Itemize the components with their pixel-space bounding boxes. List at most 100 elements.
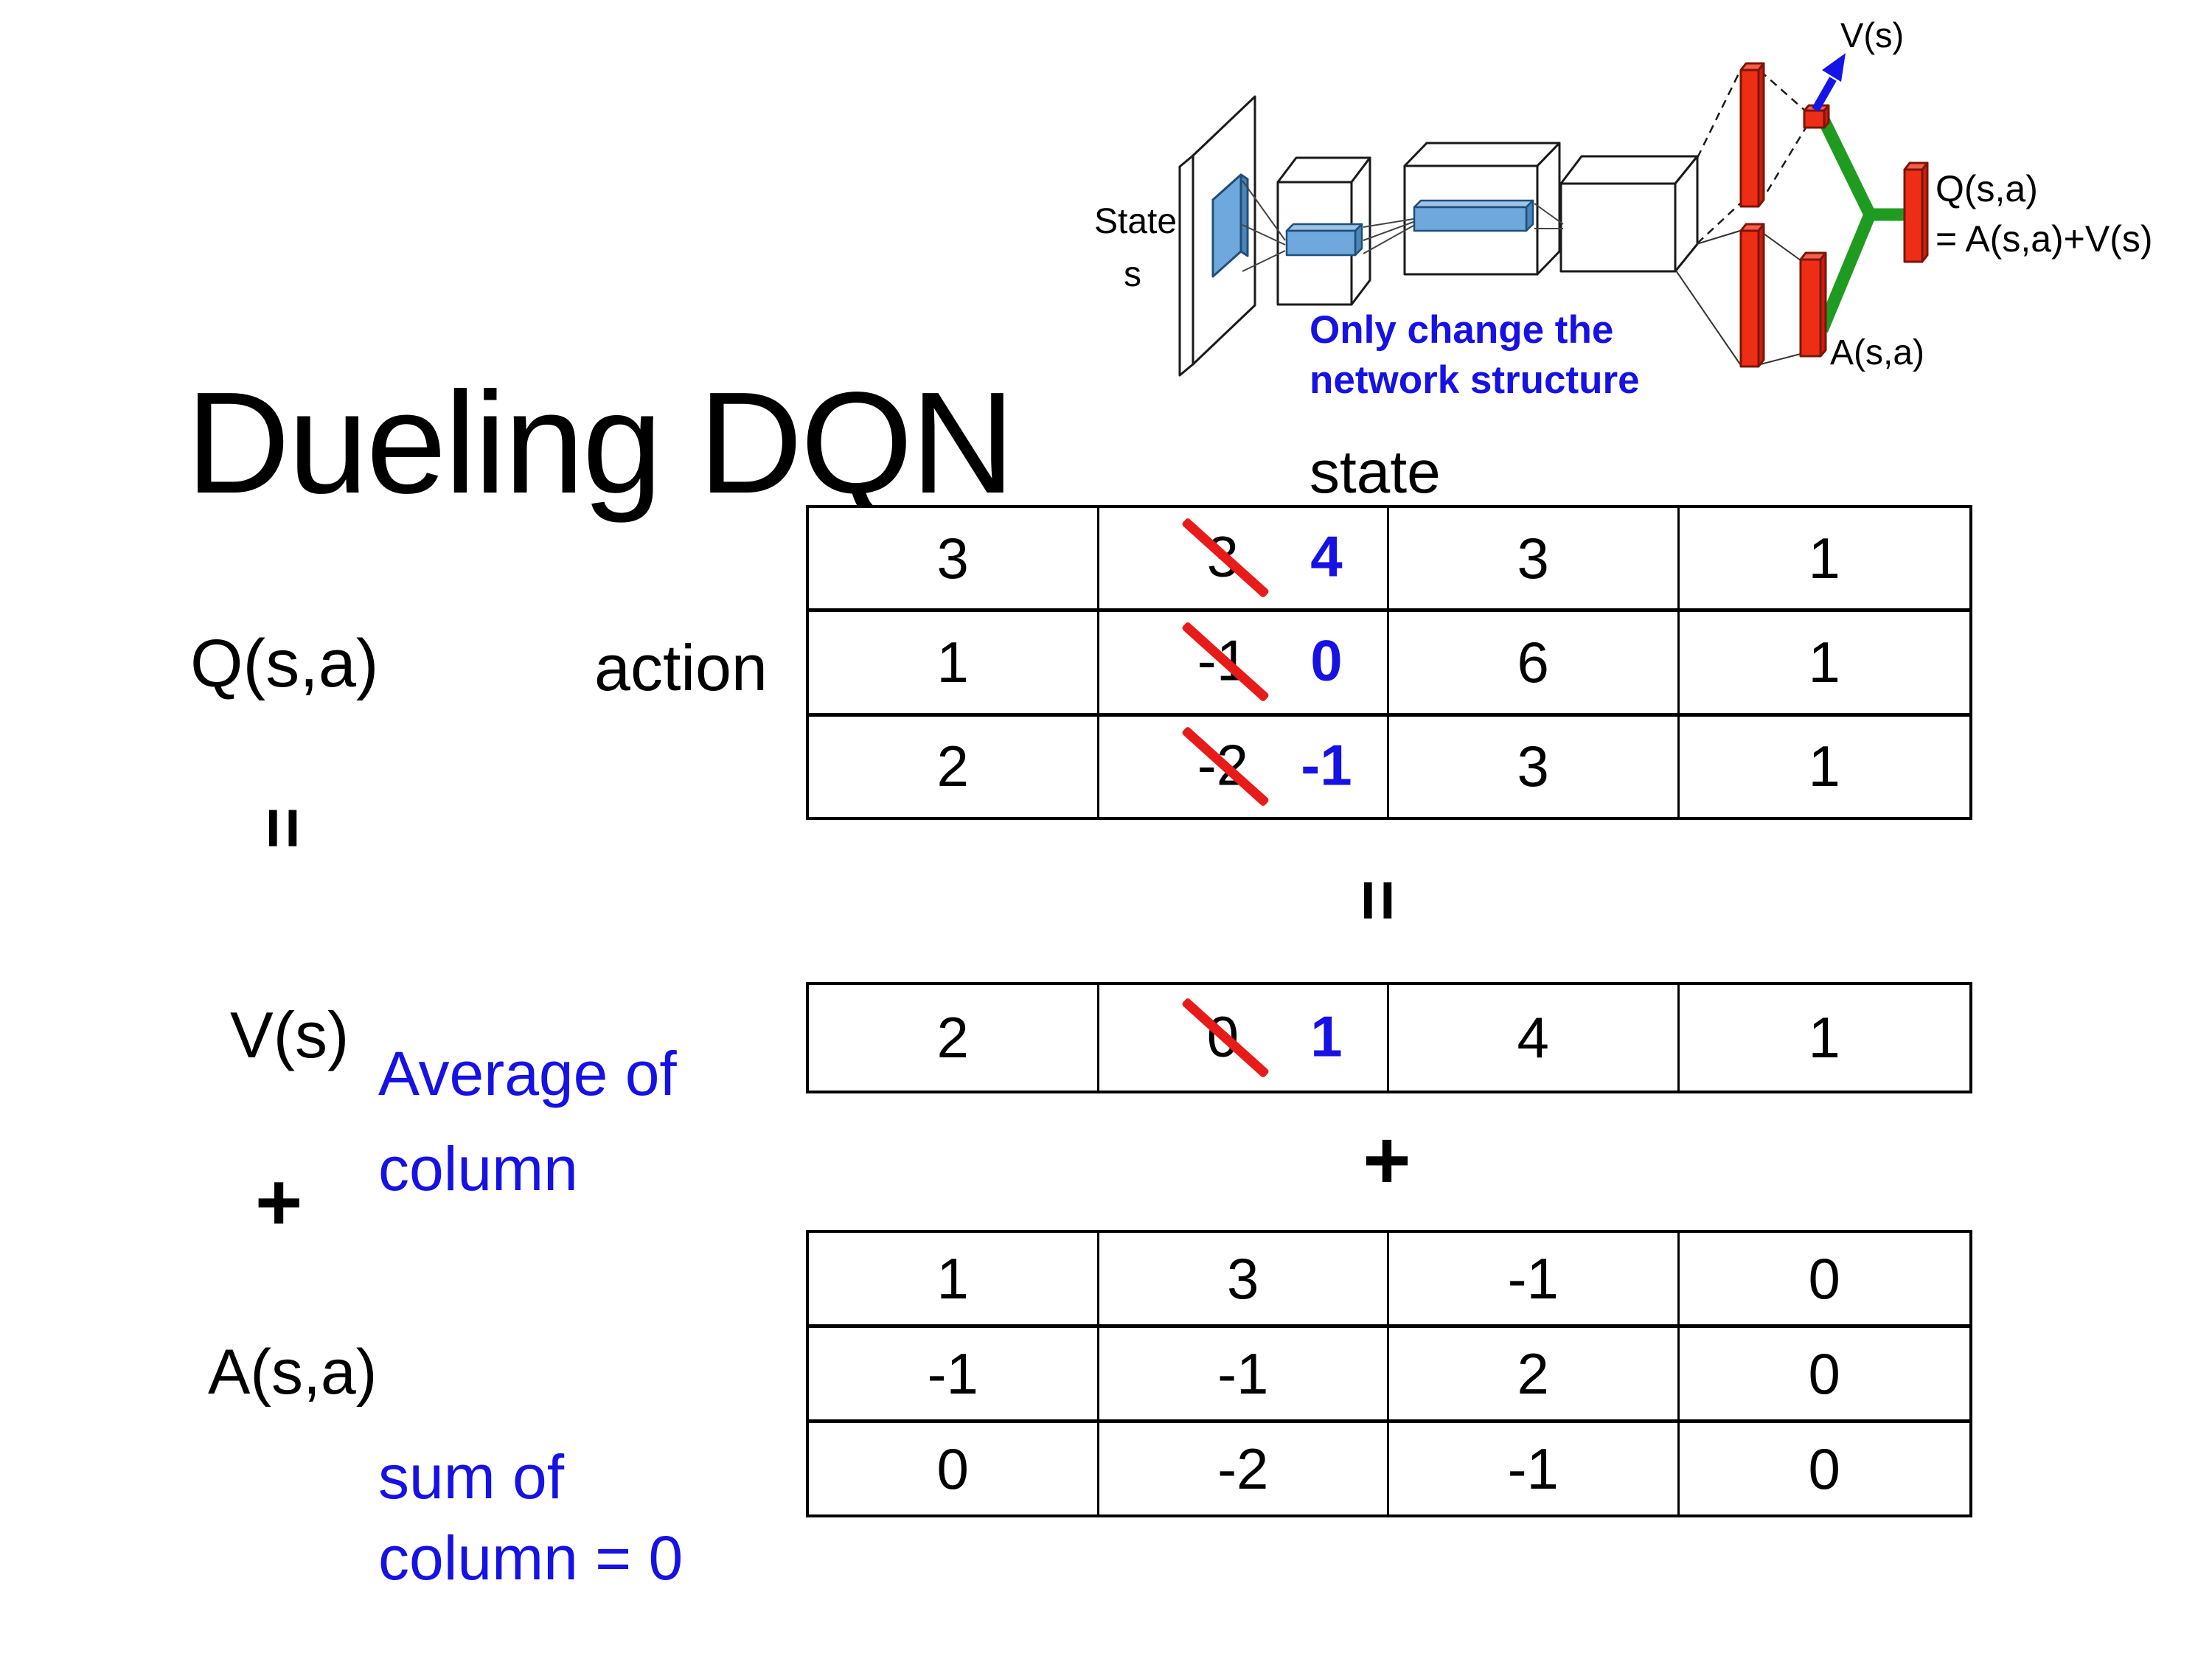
table-cell: 3 (1099, 1233, 1389, 1324)
table-cell: 6 (1389, 612, 1680, 713)
feature-map-2 (1285, 223, 1363, 257)
table-cell: -1 (1389, 1233, 1680, 1324)
page-title: Dueling DQN (186, 362, 1015, 524)
table-cell: -2-1 (1099, 716, 1389, 817)
table-cell: -1 (1389, 1423, 1680, 1514)
cell-value: 1 (1808, 525, 1840, 591)
q-output-bar (1903, 161, 1929, 263)
table-cell: 2 (1389, 1328, 1680, 1419)
table-cell: 0 (809, 1423, 1099, 1514)
table-cell: 3 (809, 508, 1099, 609)
table-row: 0 -2 -1 0 (809, 1423, 1969, 1514)
table-row: 1 3 -1 0 (809, 1233, 1969, 1328)
table-cell: -10 (1099, 612, 1389, 713)
v-matrix-label: V(s) (230, 998, 349, 1071)
sum-note-line1: sum of (378, 1442, 565, 1512)
diagram-caption-line2: network structure (1310, 358, 1640, 402)
table-row: 201 4 1 (809, 985, 1969, 1091)
value-stream-connections (1696, 70, 1809, 244)
cell-value: 0 (1808, 1340, 1840, 1406)
table-cell: 3 (1389, 716, 1680, 817)
q-output-label: Q(s,a) (1935, 168, 2038, 209)
corrected-value: 0 (1310, 628, 1343, 694)
aggregation-links (1816, 114, 1904, 333)
sum-note-line2: column = 0 (378, 1523, 684, 1593)
advantage-stream-connections (1675, 230, 1801, 365)
dueling-network-diagram: State s V(s) Q(s,a) = A(s,a)+V(s) A(s,a)… (1094, 15, 2153, 402)
diagram-caption-line1: Only change the (1310, 308, 1613, 352)
cell-value: 1 (1808, 1005, 1840, 1070)
plus-sign-left: + (255, 1157, 303, 1248)
advantage-fc-bar (1739, 223, 1765, 368)
average-note-line2: column (378, 1133, 578, 1203)
table-row: 2 -2-1 3 1 (809, 716, 1970, 817)
conv-connections-3 (1534, 203, 1564, 229)
state-input-symbol: s (1124, 255, 1141, 294)
table-cell: 0 (1680, 1233, 1970, 1324)
state-input-label: State (1094, 202, 1177, 241)
advantage-vector-bar (1799, 251, 1827, 358)
table-row: 1 -10 6 1 (809, 612, 1970, 717)
cell-value: 0 (1808, 1436, 1840, 1501)
table-cell: 2 (809, 985, 1099, 1091)
sum-note: sum of column = 0 (378, 1436, 683, 1599)
plus-sign-center: + (1363, 1114, 1411, 1206)
cell-value: -1 (927, 1340, 978, 1406)
cell-value: -1 (1507, 1245, 1559, 1311)
table-cell: 1 (1680, 612, 1970, 712)
cell-value: 3 (1227, 1245, 1259, 1311)
cell-value: 3 (1517, 525, 1549, 591)
value-output-label: V(s) (1840, 15, 1904, 55)
cell-value: 1 (1808, 734, 1840, 799)
table-cell: 1 (1680, 985, 1970, 1091)
a-matrix-label: A(s,a) (208, 1337, 378, 1408)
table-cell: 0 (1680, 1328, 1970, 1419)
cell-value: 2 (936, 734, 969, 799)
table-row: 3 34 3 1 (809, 508, 1970, 613)
cell-value: 3 (936, 525, 969, 591)
cell-value: -2 (1217, 1436, 1269, 1501)
advantage-output-label: A(s,a) (1830, 333, 1924, 372)
cell-value: 3 (1517, 734, 1549, 799)
table-cell: 01 (1099, 985, 1389, 1091)
cell-value: 1 (936, 1245, 969, 1311)
feature-map-3 (1413, 199, 1534, 232)
table-cell: 1 (809, 612, 1099, 713)
cell-value: -1 (1507, 1436, 1559, 1501)
cell-value: 1 (936, 629, 969, 695)
state-value-table: 201 4 1 (806, 982, 1972, 1093)
table-cell: 1 (1680, 717, 1970, 817)
cell-value: 6 (1517, 629, 1549, 695)
table-cell: 2 (809, 716, 1099, 817)
table-cell: 1 (1680, 508, 1970, 608)
conv-connections-1 (1242, 180, 1286, 272)
table-cell: 0 (1680, 1423, 1970, 1514)
cell-value: -1 (1217, 1340, 1269, 1406)
advantage-table: 1 3 -1 0 -1 -1 2 0 0 -2 -1 0 (806, 1230, 1972, 1517)
equals-sign-left: = (243, 807, 324, 849)
corrected-value: -1 (1301, 732, 1352, 798)
equals-sign-center: = (1338, 879, 1419, 922)
table-cell: 4 (1389, 985, 1680, 1091)
average-note: Average of column (378, 1026, 677, 1216)
corrected-value: 1 (1310, 1004, 1343, 1069)
table-cell: -1 (1099, 1328, 1389, 1419)
table-cell: 34 (1099, 508, 1389, 609)
average-note-line1: Average of (378, 1039, 677, 1108)
cell-value: 0 (936, 1436, 969, 1501)
action-axis-label: action (594, 631, 768, 704)
q-matrix-label: Q(s,a) (190, 626, 379, 701)
cell-value: 0 (1808, 1245, 1840, 1311)
table-cell: 3 (1389, 508, 1680, 609)
table-row: -1 -1 2 0 (809, 1328, 1969, 1423)
value-fc-bar (1739, 62, 1765, 208)
cell-value: 4 (1517, 1005, 1549, 1070)
q-output-formula: = A(s,a)+V(s) (1935, 218, 2153, 260)
table-cell: -1 (809, 1328, 1099, 1419)
corrected-value: 4 (1310, 524, 1343, 589)
fc-box (1559, 155, 1699, 273)
state-axis-label: state (1310, 439, 1441, 506)
cell-value: 1 (1808, 629, 1840, 695)
